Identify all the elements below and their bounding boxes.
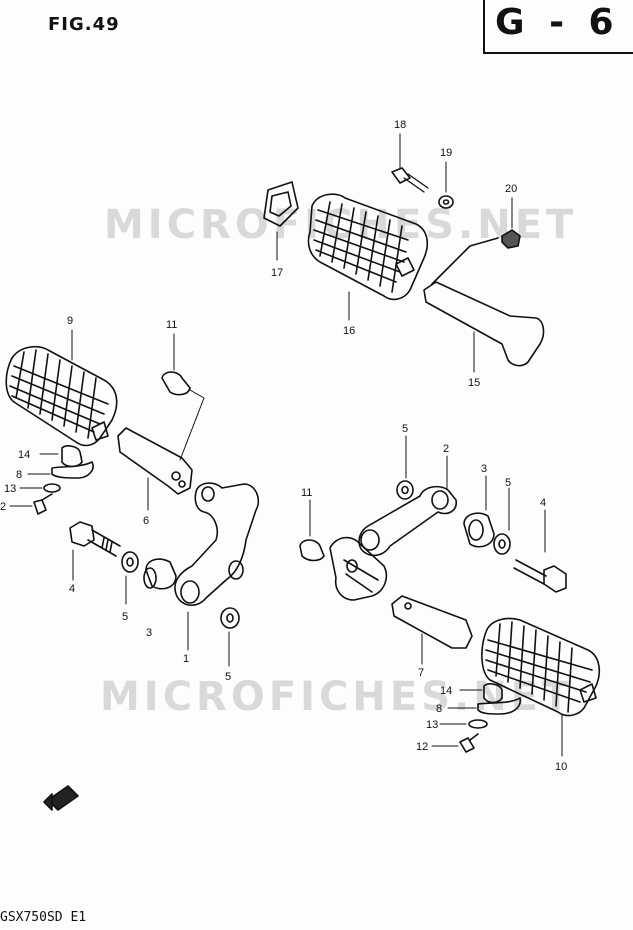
callout-2: 2: [0, 501, 6, 513]
front-arrow-icon: [43, 785, 79, 811]
callout-4b: 4: [540, 497, 546, 509]
callout-20: 20: [505, 183, 517, 195]
part-6-plate: [117, 427, 193, 511]
callout-15: 15: [468, 377, 480, 389]
part-16-footrest-rubber: [307, 193, 429, 321]
callout-7: 7: [418, 667, 424, 679]
callout-6: 6: [143, 515, 149, 527]
part-2-arm-link: [358, 455, 457, 557]
part-13-washer-right: [439, 719, 488, 729]
part-5-washer-left: [121, 551, 139, 605]
part-2-screw: [9, 493, 53, 515]
part-1-bracket-right: [329, 536, 388, 601]
callout-1: 1: [183, 653, 189, 665]
callout-16: 16: [343, 325, 355, 337]
part-5-washer-right: [493, 487, 511, 555]
model-code: GSX750SD E1: [0, 910, 87, 925]
callout-14b: 14: [440, 685, 452, 697]
part-14-sleeve-right: [459, 683, 503, 704]
part-11-pin-right: [299, 499, 325, 562]
part-10-footrest-rubber: [481, 617, 601, 757]
part-19-washer: [438, 161, 454, 209]
callout-5b: 5: [225, 671, 231, 683]
part-9-footrest-rubber: [5, 329, 118, 447]
part-18-bolt: [391, 133, 429, 193]
part-8-spring: [27, 461, 94, 479]
part-3-collar-right: [463, 475, 495, 548]
part-7-plate: [391, 595, 473, 665]
callout-8: 8: [16, 469, 22, 481]
callout-5c: 5: [402, 423, 408, 435]
part-20-nut: [501, 197, 521, 249]
section-box: [483, 0, 633, 54]
callout-8b: 8: [436, 703, 442, 715]
part-13-washer: [19, 483, 61, 493]
callout-5: 5: [122, 611, 128, 623]
callout-3b: 3: [481, 463, 487, 475]
callout-10: 10: [555, 761, 567, 773]
watermark-bottom: MICROFICHES.NET: [100, 674, 574, 720]
callout-17: 17: [271, 267, 283, 279]
part-11-pin: [161, 333, 205, 461]
callout-12: 12: [416, 741, 428, 753]
part-4-bolt-right: [513, 509, 567, 593]
callout-3: 3: [146, 627, 152, 639]
figure-label: FIG.49: [48, 14, 120, 35]
callout-4: 4: [69, 583, 75, 595]
callout-9: 9: [67, 315, 73, 327]
callout-13: 13: [4, 483, 16, 495]
part-3-collar: [143, 558, 177, 590]
callout-13b: 13: [426, 719, 438, 731]
part-15-bracket: [423, 237, 545, 373]
part-14-spring-sleeve: [39, 445, 83, 468]
callout-5d: 5: [505, 477, 511, 489]
part-8-spring-right: [447, 697, 522, 715]
part-5-washer-left-lower: [220, 607, 240, 667]
part-12-screw: [431, 733, 479, 753]
callout-18: 18: [394, 119, 406, 131]
callout-11: 11: [166, 319, 177, 331]
callout-labels: 18 19 20 17 16 15 9 11 14 8 13 2 6 4 5 3…: [0, 119, 567, 773]
callout-11b: 11: [301, 487, 312, 499]
part-5-washer-right-top: [396, 435, 414, 500]
callout-2b: 2: [443, 443, 449, 455]
part-1-footrest-arm: [174, 482, 260, 651]
section-code: G - 6: [495, 2, 620, 43]
part-17-plate: [263, 181, 299, 261]
part-4-bolt: [69, 521, 121, 581]
callout-19: 19: [440, 147, 452, 159]
callout-14: 14: [18, 449, 30, 461]
